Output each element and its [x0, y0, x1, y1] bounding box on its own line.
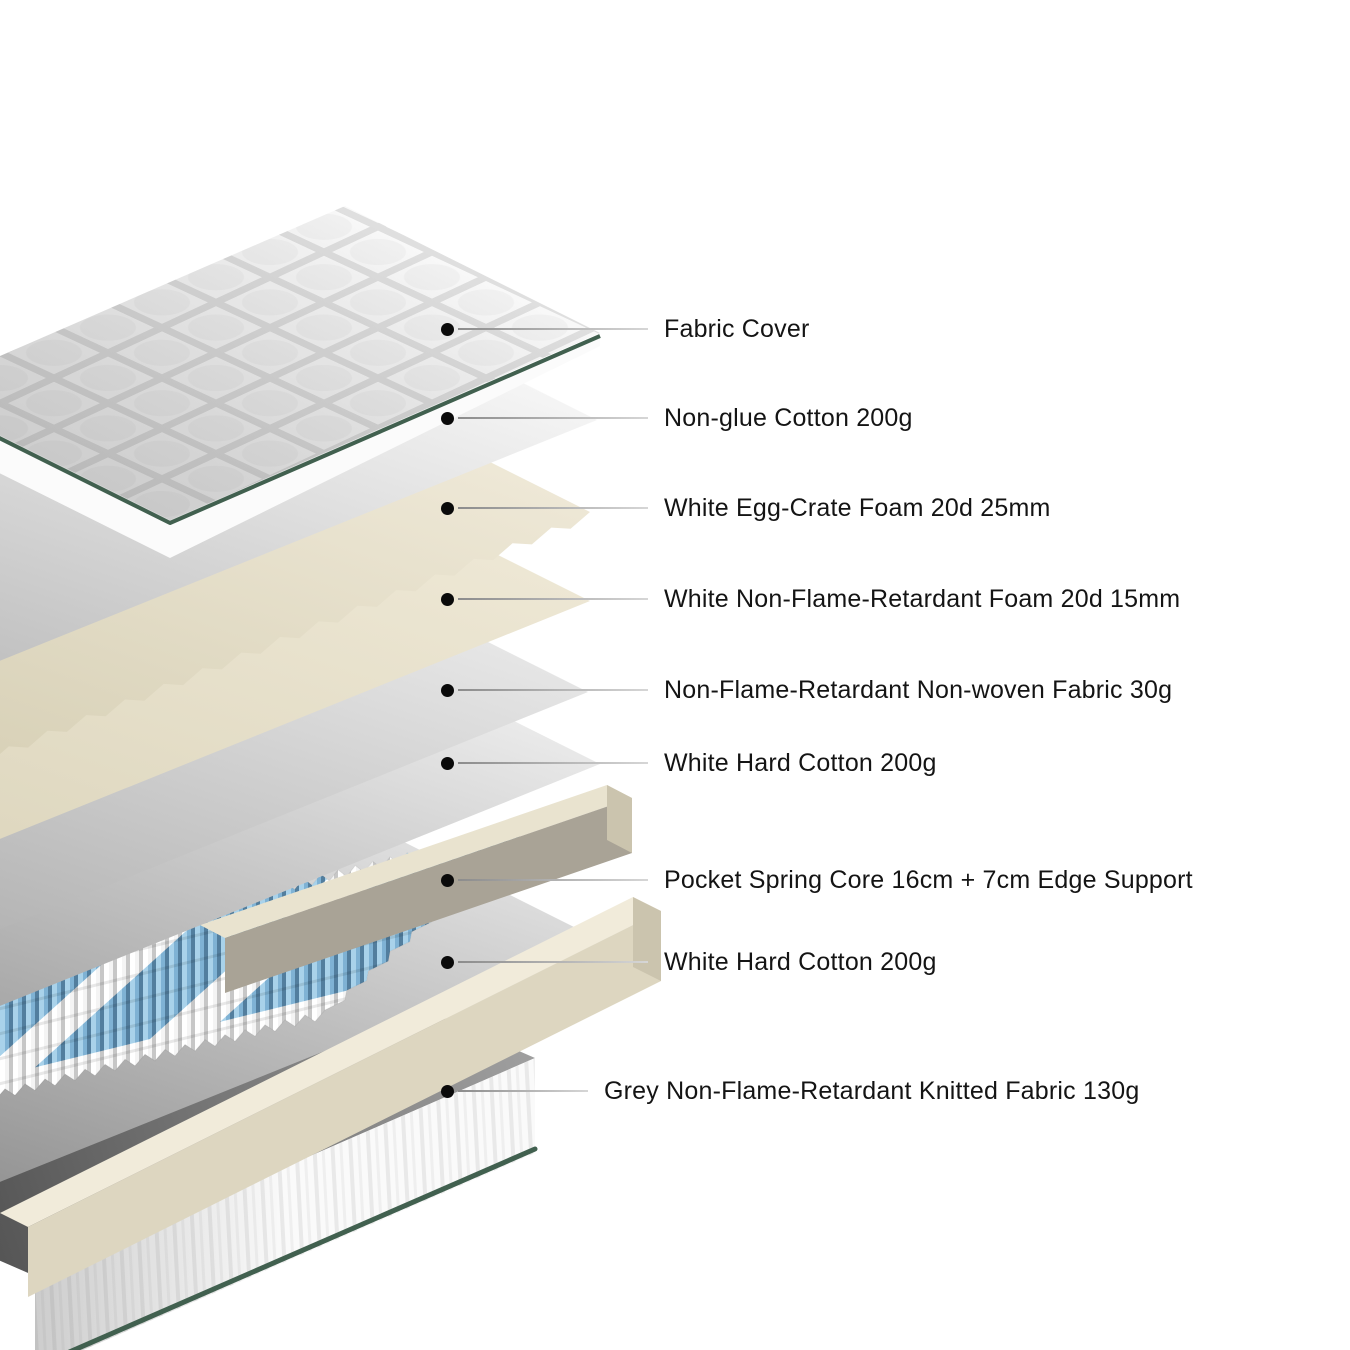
callout-row: White Hard Cotton 200g	[441, 947, 937, 976]
leader-line	[458, 961, 648, 963]
cover-green-piping	[0, 334, 601, 525]
layer-label: White Hard Cotton 200g	[664, 748, 937, 777]
layer-label: Grey Non-Flame-Retardant Knitted Fabric …	[604, 1076, 1140, 1105]
layer-label: White Non-Flame-Retardant Foam 20d 15mm	[664, 584, 1181, 613]
layer-label: White Hard Cotton 200g	[664, 947, 937, 976]
leader-line	[458, 598, 648, 600]
layer-fabric-cover	[0, 206, 601, 558]
callout-row: Grey Non-Flame-Retardant Knitted Fabric …	[441, 1076, 1140, 1105]
callout-dot	[441, 756, 454, 770]
base-green-piping	[67, 1146, 538, 1350]
callout-row: Non-glue Cotton 200g	[441, 403, 913, 432]
layer-label: Non-glue Cotton 200g	[664, 403, 913, 432]
layer-label: Pocket Spring Core 16cm + 7cm Edge Suppo…	[664, 865, 1193, 894]
leader-line	[458, 417, 648, 419]
leader-line	[458, 762, 648, 764]
callout-row: White Egg-Crate Foam 20d 25mm	[441, 493, 1051, 522]
leader-line	[458, 1090, 588, 1092]
leader-line	[458, 689, 648, 691]
callout-dot	[441, 955, 454, 969]
callout-dot	[441, 411, 454, 425]
callout-row: White Hard Cotton 200g	[441, 748, 937, 777]
callout-dot	[441, 592, 454, 606]
callout-dot	[441, 873, 454, 887]
callout-row: Non-Flame-Retardant Non-woven Fabric 30g	[441, 675, 1173, 704]
edge-support-back-rail	[200, 785, 632, 993]
layer-label: Non-Flame-Retardant Non-woven Fabric 30g	[664, 675, 1173, 704]
layer-label: Fabric Cover	[664, 314, 810, 343]
callout-row: Fabric Cover	[441, 314, 810, 343]
callout-dot	[441, 501, 454, 515]
leader-line	[458, 328, 648, 330]
leader-line	[458, 879, 648, 881]
callout-dot	[441, 683, 454, 697]
callout-dot	[441, 1084, 454, 1098]
edge-support-front-rail	[0, 897, 661, 1297]
callout-dot	[441, 322, 454, 336]
layer-label: White Egg-Crate Foam 20d 25mm	[664, 493, 1051, 522]
callout-row: White Non-Flame-Retardant Foam 20d 15mm	[441, 584, 1181, 613]
callout-row: Pocket Spring Core 16cm + 7cm Edge Suppo…	[441, 865, 1193, 894]
leader-line	[458, 507, 648, 509]
